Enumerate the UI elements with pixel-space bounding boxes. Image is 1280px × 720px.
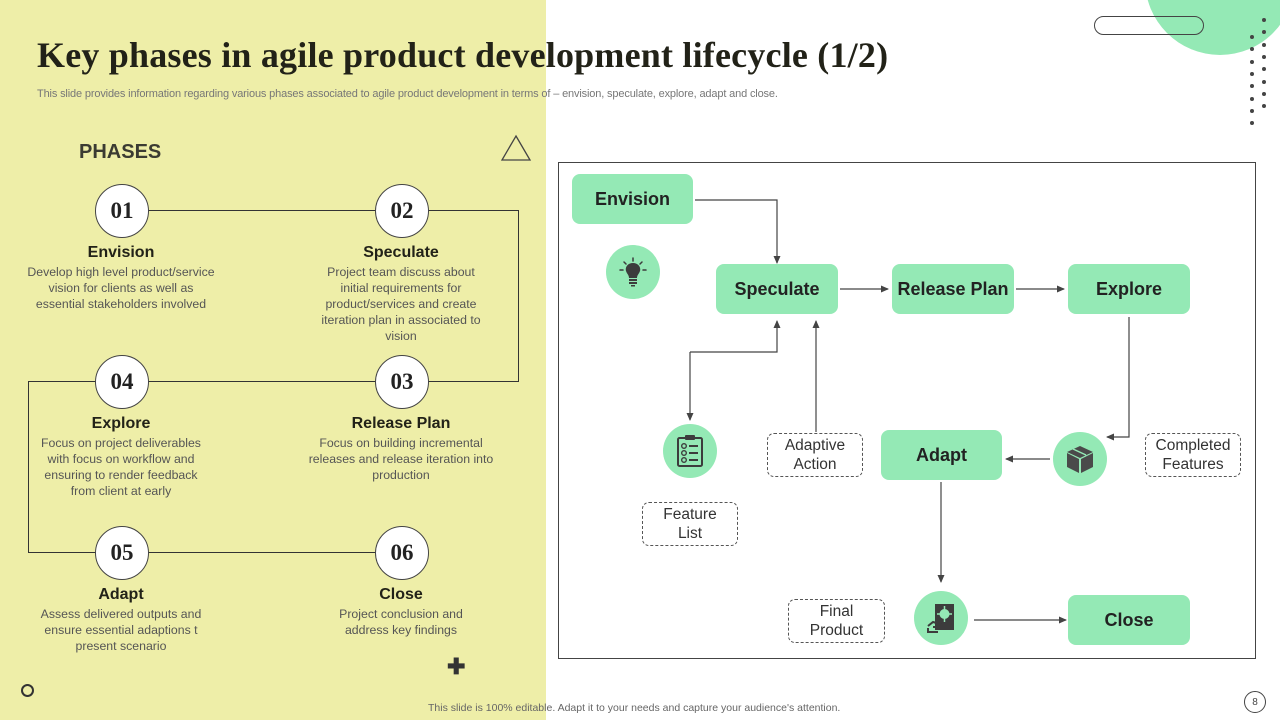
decorative-dot	[1262, 54, 1266, 59]
phase-connector-left-bottom	[28, 552, 96, 554]
decorative-dot	[1262, 91, 1266, 96]
phase-connector-left-top	[28, 381, 96, 383]
decorative-dot	[1262, 104, 1266, 109]
decorative-dot	[1262, 67, 1266, 72]
flow-node-adapt: Adapt	[881, 430, 1002, 480]
page-title: Key phases in agile product development …	[37, 35, 889, 75]
decorative-dot	[1250, 121, 1254, 126]
phase-number-04: 04	[95, 355, 149, 409]
decorative-dot	[1262, 42, 1266, 47]
decorative-dot	[1250, 47, 1254, 52]
clipboard-checklist-icon	[677, 435, 703, 467]
phase-connector-05-06	[148, 552, 376, 554]
phase-name-release-plan: Release Plan	[351, 415, 451, 432]
final-product-icon-circle	[914, 591, 968, 645]
phase-desc-release-plan: Focus on building incremental releases a…	[308, 436, 494, 482]
phase-connector-01-02	[148, 210, 376, 212]
phase-desc-explore: Focus on project deliverables with focus…	[41, 436, 201, 498]
phase-name-close: Close	[379, 586, 423, 603]
phase-desc-close: Project conclusion and address key findi…	[339, 607, 463, 637]
phase-name-envision: Envision	[87, 244, 155, 261]
package-box-icon	[1067, 446, 1093, 473]
footer-text: This slide is 100% editable. Adapt it to…	[428, 702, 841, 714]
decorative-dot	[1250, 108, 1254, 113]
note-final-product: Final Product	[788, 599, 885, 643]
phase-number-01: 01	[95, 184, 149, 238]
left-panel-background	[0, 0, 546, 720]
phase-desc-speculate: Project team discuss about initial requi…	[321, 265, 481, 343]
decorative-dot	[1262, 30, 1266, 35]
phase-name-explore: Explore	[91, 415, 151, 432]
flow-diagram-frame	[558, 162, 1256, 659]
phase-connector-03-right	[428, 381, 519, 383]
completed-features-icon-circle	[1053, 432, 1107, 486]
phase-connector-02-right	[428, 210, 519, 212]
phase-number-05: 05	[95, 526, 149, 580]
decorative-dot	[1250, 59, 1254, 64]
decorative-dot	[1250, 84, 1254, 89]
phase-connector-right-vertical	[518, 210, 520, 382]
decorative-dot	[1262, 18, 1266, 22]
triangle-decoration-icon	[500, 134, 532, 161]
product-hand-icon	[927, 604, 954, 633]
page-number: 8	[1244, 691, 1266, 713]
envision-icon-circle	[606, 245, 660, 299]
phase-desc-envision: Develop high level product/service visio…	[27, 265, 215, 311]
note-completed-features: Completed Features	[1145, 433, 1241, 477]
decorative-dot	[1250, 71, 1254, 76]
note-feature-list: Feature List	[642, 502, 738, 546]
flow-node-speculate: Speculate	[716, 264, 838, 314]
decorative-dot	[1250, 35, 1254, 39]
phase-connector-04-03	[148, 381, 376, 383]
phase-number-06: 06	[375, 526, 429, 580]
flow-node-explore: Explore	[1068, 264, 1190, 314]
decorative-dot	[1262, 79, 1266, 84]
decorative-dot	[1250, 96, 1254, 101]
lightbulb-icon	[619, 257, 647, 287]
phase-desc-adapt: Assess delivered outputs and ensure esse…	[40, 607, 202, 653]
plus-decoration-icon: ✚	[447, 654, 466, 679]
phase-number-02: 02	[375, 184, 429, 238]
phase-name-adapt: Adapt	[98, 586, 144, 603]
phase-name-speculate: Speculate	[363, 244, 439, 261]
page-subtitle: This slide provides information regardin…	[37, 88, 778, 100]
flow-node-release-plan: Release Plan	[892, 264, 1014, 314]
flow-node-envision: Envision	[572, 174, 693, 224]
decorative-pill	[1094, 16, 1204, 35]
phases-heading: PHASES	[79, 141, 162, 163]
phase-connector-left-vertical	[28, 381, 30, 553]
flow-node-close: Close	[1068, 595, 1190, 645]
phase-number-03: 03	[375, 355, 429, 409]
ring-decoration-icon	[21, 684, 34, 697]
note-adaptive-action: Adaptive Action	[767, 433, 863, 477]
feature-list-icon-circle	[663, 424, 717, 478]
